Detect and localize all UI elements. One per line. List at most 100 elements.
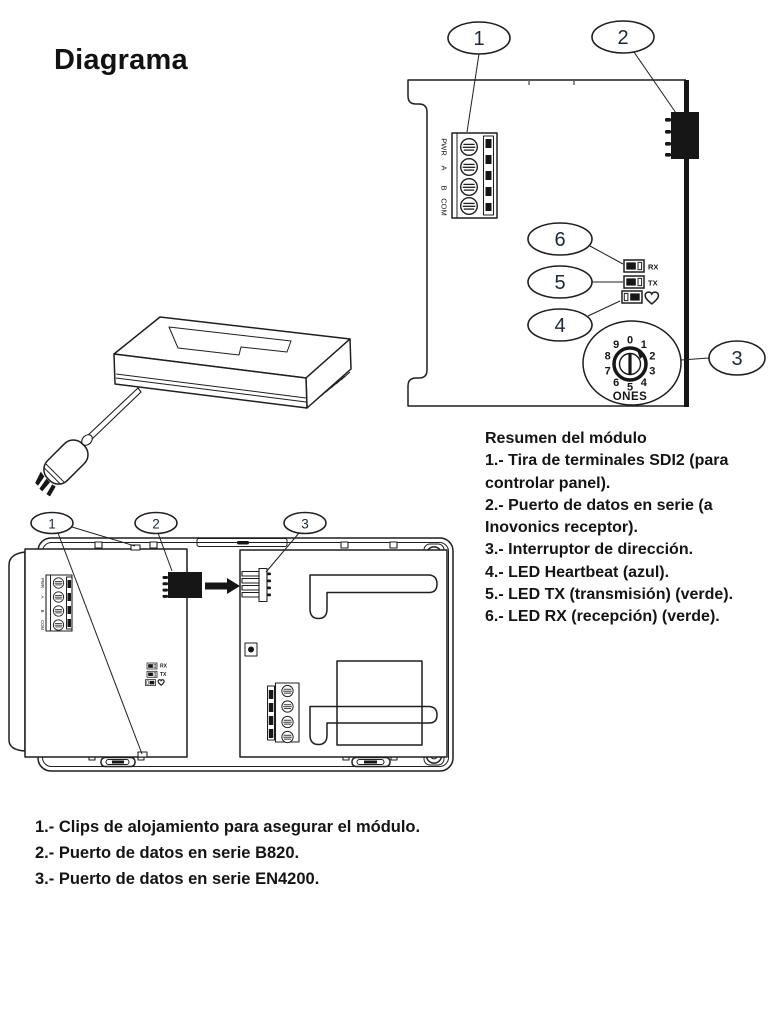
rotary-digit: 8 (605, 351, 611, 363)
module-summary-item: 3.- Interruptor de dirección. (485, 541, 694, 559)
rotary-digit: 9 (613, 339, 619, 351)
module-summary: Resumen del módulo 1.- Tira de terminale… (485, 428, 768, 629)
rotary-label: ONES (613, 391, 648, 403)
module-leds: RX TX (145, 662, 168, 686)
callout-1-number: 1 (48, 517, 56, 532)
led-tx-label: TX (648, 279, 658, 288)
rotary-digit: 6 (613, 377, 619, 389)
callout-6: 6 (527, 222, 593, 256)
terminal-screw (460, 137, 478, 157)
callout-5-number: 5 (554, 272, 565, 294)
terminal-screw (460, 196, 478, 216)
arrow-right-icon (205, 578, 240, 594)
callout-1: 1 (447, 21, 511, 55)
led-rx-label: RX (648, 263, 658, 272)
terminal-label-com: COM (40, 620, 45, 630)
terminal-label-a: A (440, 165, 449, 170)
module-summary-item: 5.- LED TX (transmisión) (verde). (485, 586, 734, 604)
terminal-label-b: B (40, 610, 45, 613)
rotary-pointer (637, 350, 645, 359)
board-slot-top (309, 574, 438, 620)
callout-6-number: 6 (554, 229, 565, 251)
housing-tab (389, 541, 398, 549)
terminal-screw (460, 157, 478, 177)
serial-port-connector (665, 112, 699, 159)
en4200-board (239, 549, 448, 758)
housing-installation-diagram: PWR A B COM RX TX (8, 511, 454, 772)
installation-note: 1.- Clips de alojamiento para asegurar e… (35, 818, 421, 836)
rotary-digit: 5 (627, 382, 633, 394)
rotary-digit: 2 (649, 351, 655, 363)
leader-line-3 (265, 532, 300, 573)
board-slot-bottom (309, 705, 438, 746)
screwdriver-shaft (85, 387, 142, 442)
module-summary-item: 2.- Puerto de datos en serie (a Inovonic… (485, 496, 713, 537)
terminal-label-a: A (40, 596, 45, 599)
leader-line-4 (587, 300, 621, 317)
housing-tab (340, 541, 349, 549)
led-rx-label: RX (160, 664, 168, 670)
en4200-serial-connector (241, 567, 271, 603)
module-summary-heading: Resumen del módulo (485, 430, 647, 447)
page-title: Diagrama (54, 44, 188, 76)
led-rx-icon (623, 259, 645, 273)
leader-line-3 (680, 357, 710, 361)
module-terminal-strip: PWR A B COM (40, 574, 73, 632)
callout-3-number: 3 (731, 348, 742, 370)
rotary-digit: 1 (641, 339, 647, 351)
callout-4: 4 (527, 308, 593, 342)
led-tx-icon (623, 275, 645, 289)
terminal-label-pwr: PWR (40, 578, 45, 588)
module-summary-item: 4.- LED Heartbeat (azul). (485, 563, 670, 581)
address-rotary-switch: 0 1 2 3 4 5 6 7 8 9 ONES (582, 320, 682, 406)
en4200-terminal-strip (267, 682, 300, 744)
rotary-digit: 3 (649, 365, 655, 377)
callout-3: 3 (708, 340, 766, 376)
enclosure-cover (113, 316, 352, 409)
callout-2-number: 2 (617, 27, 628, 49)
leader-line-6 (589, 245, 624, 265)
installation-note: 2.- Puerto de datos en serie B820. (35, 844, 300, 862)
cover-seam (115, 373, 307, 399)
callout-4-number: 4 (554, 315, 565, 337)
callout-3-number: 3 (301, 517, 309, 532)
callout-5: 5 (527, 265, 593, 299)
leader-line-2 (157, 532, 173, 572)
sdi2-terminal-strip: PWR A B COM (440, 132, 498, 219)
screwdriver (35, 387, 142, 497)
housing-tab (149, 541, 158, 549)
module-summary-item: 6.- LED RX (recepción) (verde). (485, 608, 720, 626)
top-board-diagram: PWR A B COM RX TX (407, 20, 766, 407)
callout-1-number: 1 (473, 28, 484, 50)
rotary-digit: 7 (605, 365, 611, 377)
callout-3: 3 (283, 511, 327, 535)
led-tx-label: TX (160, 672, 167, 678)
rotary-digit: 0 (627, 335, 633, 347)
led-rx: RX (623, 259, 658, 273)
terminal-label-b: B (440, 185, 449, 190)
rotary-digit: 4 (641, 377, 648, 389)
module-clip (137, 751, 148, 758)
terminal-screw (460, 177, 478, 197)
terminal-label-com: COM (440, 198, 449, 216)
leader-line-2 (633, 51, 677, 114)
callout-1: 1 (30, 511, 74, 535)
housing-latch (351, 756, 391, 768)
module-clip (130, 544, 141, 551)
housing-tab (94, 541, 103, 549)
cover-vent-ribs (315, 371, 351, 401)
transformer-block (336, 660, 423, 746)
led-heartbeat (621, 290, 660, 305)
callout-2: 2 (134, 511, 178, 535)
installation-notes: 1.- Clips de alojamiento para asegurar e… (35, 814, 507, 892)
b820-module: PWR A B COM RX TX (8, 544, 202, 758)
module-summary-item: 1.- Tira de terminales SDI2 (para contro… (485, 452, 729, 492)
led-heartbeat-icon (621, 290, 643, 304)
cover-seam (115, 377, 307, 403)
leader-line-1a (71, 526, 136, 547)
housing-top-recess (196, 538, 288, 547)
heart-icon (644, 291, 660, 305)
housing-latch (100, 756, 136, 768)
leader-line-1 (466, 53, 480, 133)
leader-line-1b (57, 532, 143, 755)
